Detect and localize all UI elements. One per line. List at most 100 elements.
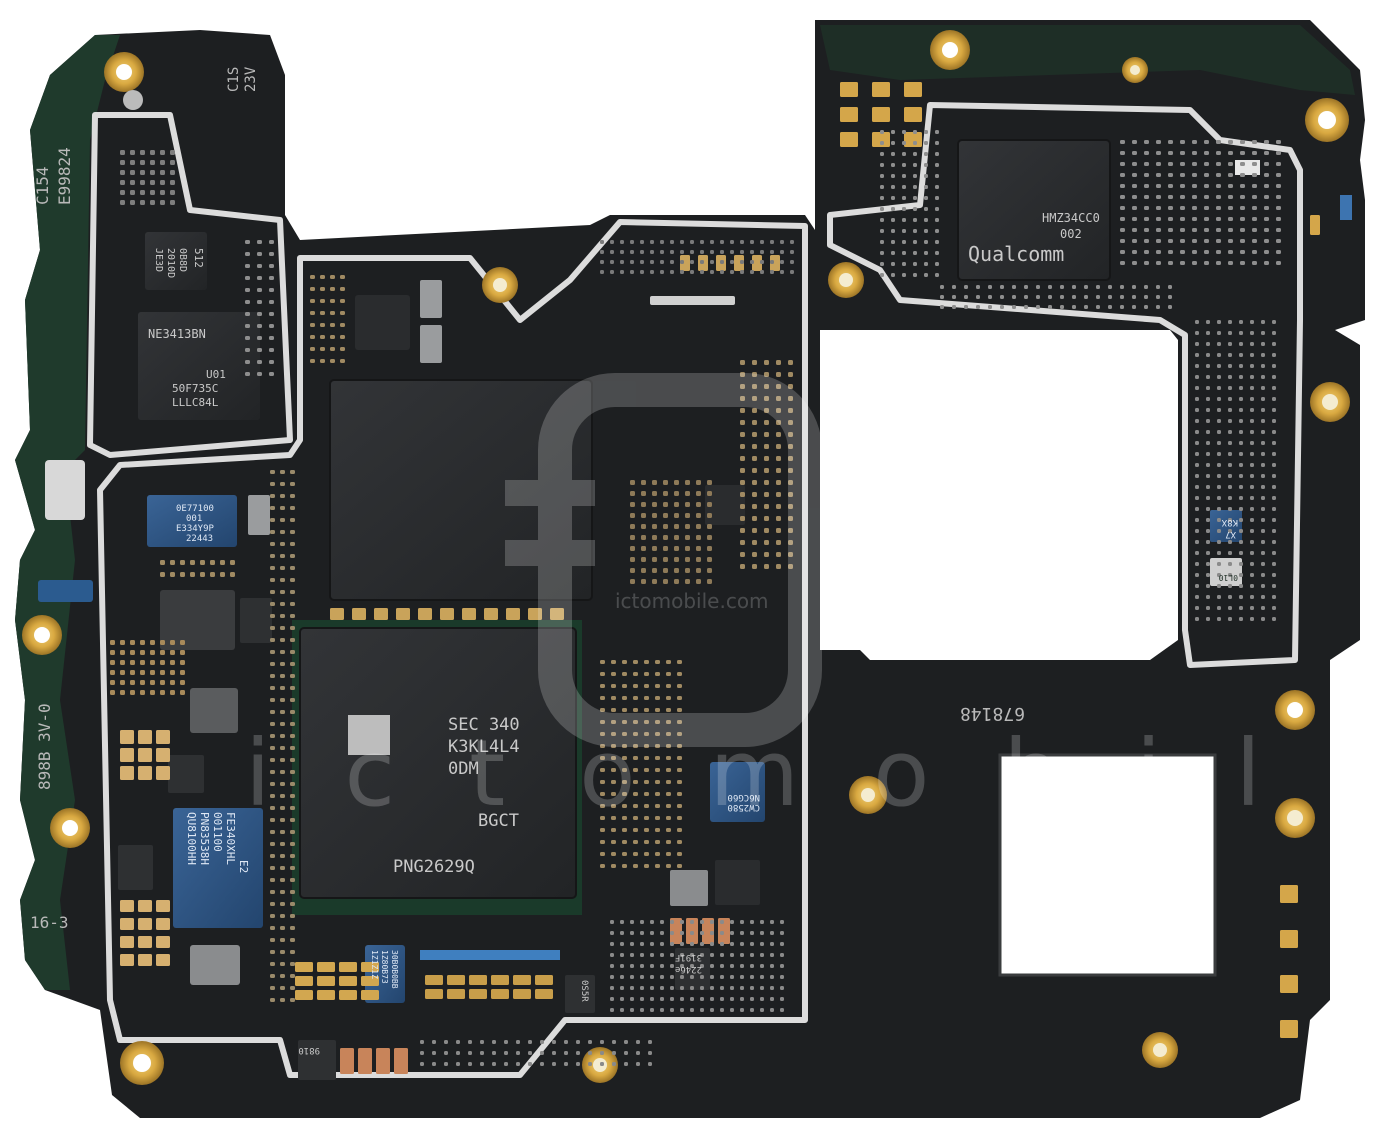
smd-component bbox=[1228, 217, 1233, 221]
smd-component bbox=[611, 708, 616, 712]
smd-component bbox=[1264, 195, 1269, 199]
smd-component bbox=[622, 768, 627, 772]
smd-component bbox=[1276, 173, 1281, 177]
smd-component bbox=[600, 250, 604, 254]
smd-component bbox=[120, 680, 125, 685]
smd-component bbox=[750, 260, 754, 264]
smd-component bbox=[707, 568, 712, 573]
smd-component bbox=[622, 744, 627, 748]
smd-component bbox=[1264, 162, 1269, 166]
smd-component bbox=[750, 964, 754, 968]
smd-component bbox=[776, 516, 781, 521]
smd-component bbox=[1228, 507, 1232, 511]
smd-component bbox=[540, 1051, 544, 1055]
smd-component bbox=[1156, 217, 1161, 221]
smd-component bbox=[650, 931, 654, 935]
smd-component bbox=[257, 276, 262, 280]
mounting-hole bbox=[50, 808, 90, 848]
smd-component bbox=[788, 564, 793, 569]
smd-component bbox=[432, 1040, 436, 1044]
smd-component bbox=[1250, 496, 1254, 500]
smd-component bbox=[690, 975, 694, 979]
smd-component bbox=[750, 270, 754, 274]
smd-component bbox=[924, 152, 928, 156]
smd-component bbox=[696, 579, 701, 584]
smd-component bbox=[492, 1062, 496, 1066]
smd-component bbox=[1156, 228, 1161, 232]
smd-component bbox=[280, 926, 285, 930]
smd-component bbox=[891, 196, 895, 200]
smd-component bbox=[1206, 375, 1210, 379]
smd-component bbox=[1195, 595, 1199, 599]
smd-component bbox=[120, 650, 125, 655]
smd-component bbox=[666, 804, 671, 808]
smd-component bbox=[290, 722, 295, 726]
smd-component bbox=[935, 207, 939, 211]
smd-component bbox=[935, 240, 939, 244]
smd-component bbox=[1250, 562, 1254, 566]
smd-component bbox=[680, 997, 684, 1001]
smd-component bbox=[935, 163, 939, 167]
smd-component bbox=[317, 976, 335, 986]
smd-component bbox=[685, 579, 690, 584]
smd-component bbox=[788, 384, 793, 389]
smd-component bbox=[740, 564, 745, 569]
smd-component bbox=[1192, 206, 1197, 210]
smd-component bbox=[290, 554, 295, 558]
smd-component bbox=[650, 942, 654, 946]
smd-component bbox=[655, 684, 660, 688]
smd-component bbox=[902, 273, 906, 277]
smd-component bbox=[1195, 529, 1199, 533]
smd-component bbox=[707, 502, 712, 507]
qr-code bbox=[348, 715, 390, 755]
smd-component bbox=[650, 270, 654, 274]
smd-component bbox=[1180, 140, 1185, 144]
smd-component bbox=[670, 240, 674, 244]
smd-component bbox=[1272, 617, 1276, 621]
smd-component bbox=[1280, 1020, 1298, 1038]
smd-component bbox=[940, 305, 944, 309]
smd-component bbox=[1261, 606, 1265, 610]
smd-component bbox=[1228, 595, 1232, 599]
smd-component bbox=[290, 794, 295, 798]
smd-component bbox=[640, 975, 644, 979]
pmic-line2: U01 bbox=[206, 368, 226, 381]
smd-component bbox=[160, 650, 165, 655]
smd-component bbox=[760, 240, 764, 244]
smd-component bbox=[138, 954, 152, 966]
smd-component bbox=[752, 492, 757, 497]
watermark: ictomobile.com ictomobile bbox=[245, 373, 1392, 827]
smd-component bbox=[666, 816, 671, 820]
smd-component bbox=[902, 240, 906, 244]
smd-component bbox=[764, 468, 769, 473]
camera-cutout-small bbox=[998, 753, 1217, 977]
smd-component bbox=[1228, 228, 1233, 232]
smd-component bbox=[150, 690, 155, 695]
small-chip-mid-dark bbox=[715, 860, 760, 905]
smd-component bbox=[290, 998, 295, 1002]
smd-component bbox=[340, 359, 345, 363]
smd-component bbox=[270, 470, 275, 474]
smd-component bbox=[644, 708, 649, 712]
smd-component bbox=[924, 218, 928, 222]
smd-component bbox=[1264, 250, 1269, 254]
mounting-hole bbox=[22, 615, 62, 655]
memory-chip bbox=[299, 627, 577, 899]
smd-component bbox=[644, 732, 649, 736]
smd-component bbox=[600, 1051, 604, 1055]
smd-component bbox=[730, 964, 734, 968]
smd-component bbox=[764, 552, 769, 557]
smd-component bbox=[630, 240, 634, 244]
smd-component bbox=[640, 270, 644, 274]
smd-component bbox=[1240, 195, 1245, 199]
smd-component bbox=[630, 535, 635, 540]
smd-component bbox=[1240, 206, 1245, 210]
smd-component bbox=[891, 262, 895, 266]
smd-component bbox=[1264, 228, 1269, 232]
smd-component bbox=[361, 976, 379, 986]
smd-component bbox=[130, 190, 135, 195]
smd-component bbox=[120, 918, 134, 930]
smd-component bbox=[280, 650, 285, 654]
smd-component bbox=[130, 200, 135, 205]
smd-component bbox=[780, 920, 784, 924]
